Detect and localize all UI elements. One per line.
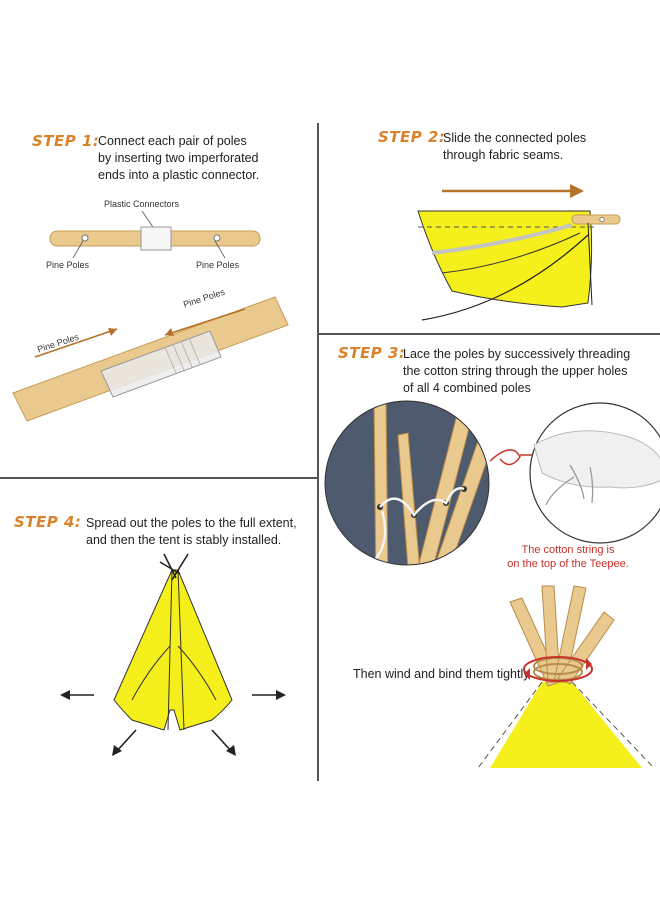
step1-text-line: Connect each pair of poles bbox=[98, 134, 247, 148]
step4-text-line: and then the tent is stably installed. bbox=[86, 533, 282, 547]
note-line: on the top of the Teepee. bbox=[507, 558, 629, 570]
teepee-pole-tips bbox=[159, 553, 189, 581]
tent-fabric-shape bbox=[417, 210, 593, 308]
pole-2 bbox=[397, 432, 423, 565]
step2-text-line: through fabric seams. bbox=[443, 148, 564, 162]
spread-arrow-lower-right bbox=[211, 729, 233, 753]
bound-poles-illustration bbox=[477, 585, 655, 769]
plastic-connectors-label: Plastic Connectors bbox=[104, 199, 180, 209]
step3-text-line: of all 4 combined poles bbox=[403, 381, 531, 395]
teepee-top-fabric bbox=[533, 430, 660, 489]
pine-poles-label-right: Pine Poles bbox=[196, 260, 240, 270]
step3-text-line: the cotton string through the upper hole… bbox=[403, 364, 628, 378]
step4-text: Spread out the poles to the full extent,… bbox=[86, 515, 316, 549]
pine-pole-pointer-right bbox=[214, 240, 226, 259]
pole-3 bbox=[411, 401, 477, 565]
pole-hole-left bbox=[81, 234, 89, 242]
insert-arrow-right bbox=[34, 328, 118, 358]
connected-poles-illustration bbox=[49, 210, 261, 259]
step3-text: Lace the poles by successively threading… bbox=[403, 346, 653, 397]
teepee-body bbox=[113, 569, 233, 731]
diagonal-plastic-connector bbox=[100, 330, 222, 398]
step2-text-line: Slide the connected poles bbox=[443, 131, 587, 145]
pole-1 bbox=[373, 401, 389, 565]
pine-poles-label-left: Pine Poles bbox=[46, 260, 90, 270]
step1-text: Connect each pair of poles by inserting … bbox=[98, 133, 318, 184]
cotton-string bbox=[379, 487, 465, 518]
bind-text: Then wind and bind them tightly bbox=[353, 667, 530, 681]
step2-text: Slide the connected poles through fabric… bbox=[443, 130, 653, 164]
winding-arrow bbox=[523, 656, 593, 682]
step4-text-line: Spread out the poles to the full extent, bbox=[86, 516, 297, 530]
cotton-string-note: The cotton string is on the top of the T… bbox=[488, 543, 648, 571]
note-line: The cotton string is bbox=[521, 544, 615, 556]
diagonal-pole-insertion-illustration bbox=[12, 296, 289, 422]
plastic-connector-shape bbox=[140, 226, 172, 251]
horizontal-divider-right bbox=[318, 333, 660, 335]
pole-in-seam bbox=[571, 214, 621, 225]
step3-label: STEP 3: bbox=[338, 344, 406, 362]
step2-label: STEP 2: bbox=[378, 128, 446, 146]
installed-teepee-illustration bbox=[60, 553, 286, 756]
slide-poles-through-seams-illustration bbox=[417, 184, 621, 321]
lacing-closeup-illustration bbox=[324, 400, 660, 566]
pole-hole-right bbox=[213, 234, 221, 242]
spread-arrow-lower-left bbox=[115, 729, 137, 753]
insert-arrow-left bbox=[164, 308, 246, 336]
step4-label: STEP 4: bbox=[14, 513, 82, 531]
pine-pole-pointer-left bbox=[72, 240, 84, 259]
red-pointer-curl bbox=[489, 449, 521, 466]
string-ends bbox=[545, 464, 594, 506]
step1-label: STEP 1: bbox=[32, 132, 100, 150]
step3-text-line: Lace the poles by successively threading bbox=[403, 347, 631, 361]
teepee-yellow-fabric bbox=[490, 682, 642, 768]
step1-text-line: ends into a plastic connector. bbox=[98, 168, 260, 182]
pole-4 bbox=[425, 414, 489, 565]
step1-text-line: by inserting two imperforated bbox=[98, 151, 259, 165]
horizontal-divider-left bbox=[0, 477, 317, 479]
vertical-divider bbox=[317, 123, 319, 781]
